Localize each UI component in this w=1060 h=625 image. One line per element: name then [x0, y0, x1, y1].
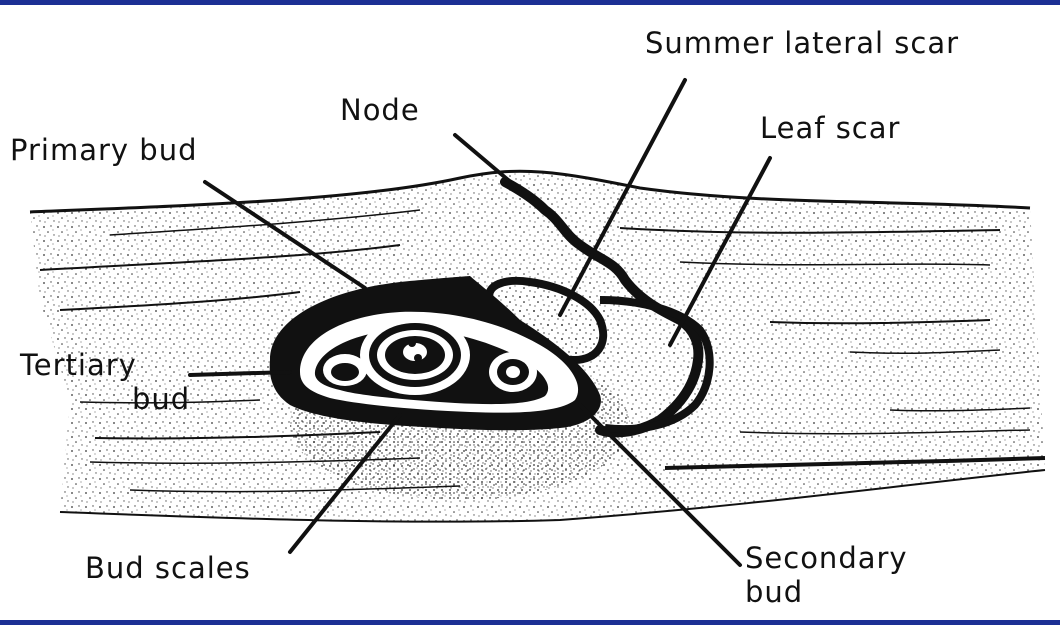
label-leaf-scar: Leaf scar	[760, 111, 900, 145]
bottom-frame-bar	[0, 620, 1060, 625]
label-tertiary-bud: Tertiary bud	[20, 348, 190, 416]
label-bud-scales: Bud scales	[85, 551, 251, 585]
label-tertiary-bud-line2: bud	[132, 382, 190, 416]
label-node: Node	[340, 93, 420, 127]
label-summer-lateral-scar: Summer lateral scar	[645, 26, 959, 60]
label-tertiary-bud-line1: Tertiary	[20, 348, 190, 382]
label-primary-bud: Primary bud	[10, 133, 197, 167]
label-secondary-bud-line1: Secondary	[745, 541, 908, 575]
label-secondary-bud-line2: bud	[745, 575, 908, 609]
label-secondary-bud: Secondary bud	[745, 541, 908, 609]
